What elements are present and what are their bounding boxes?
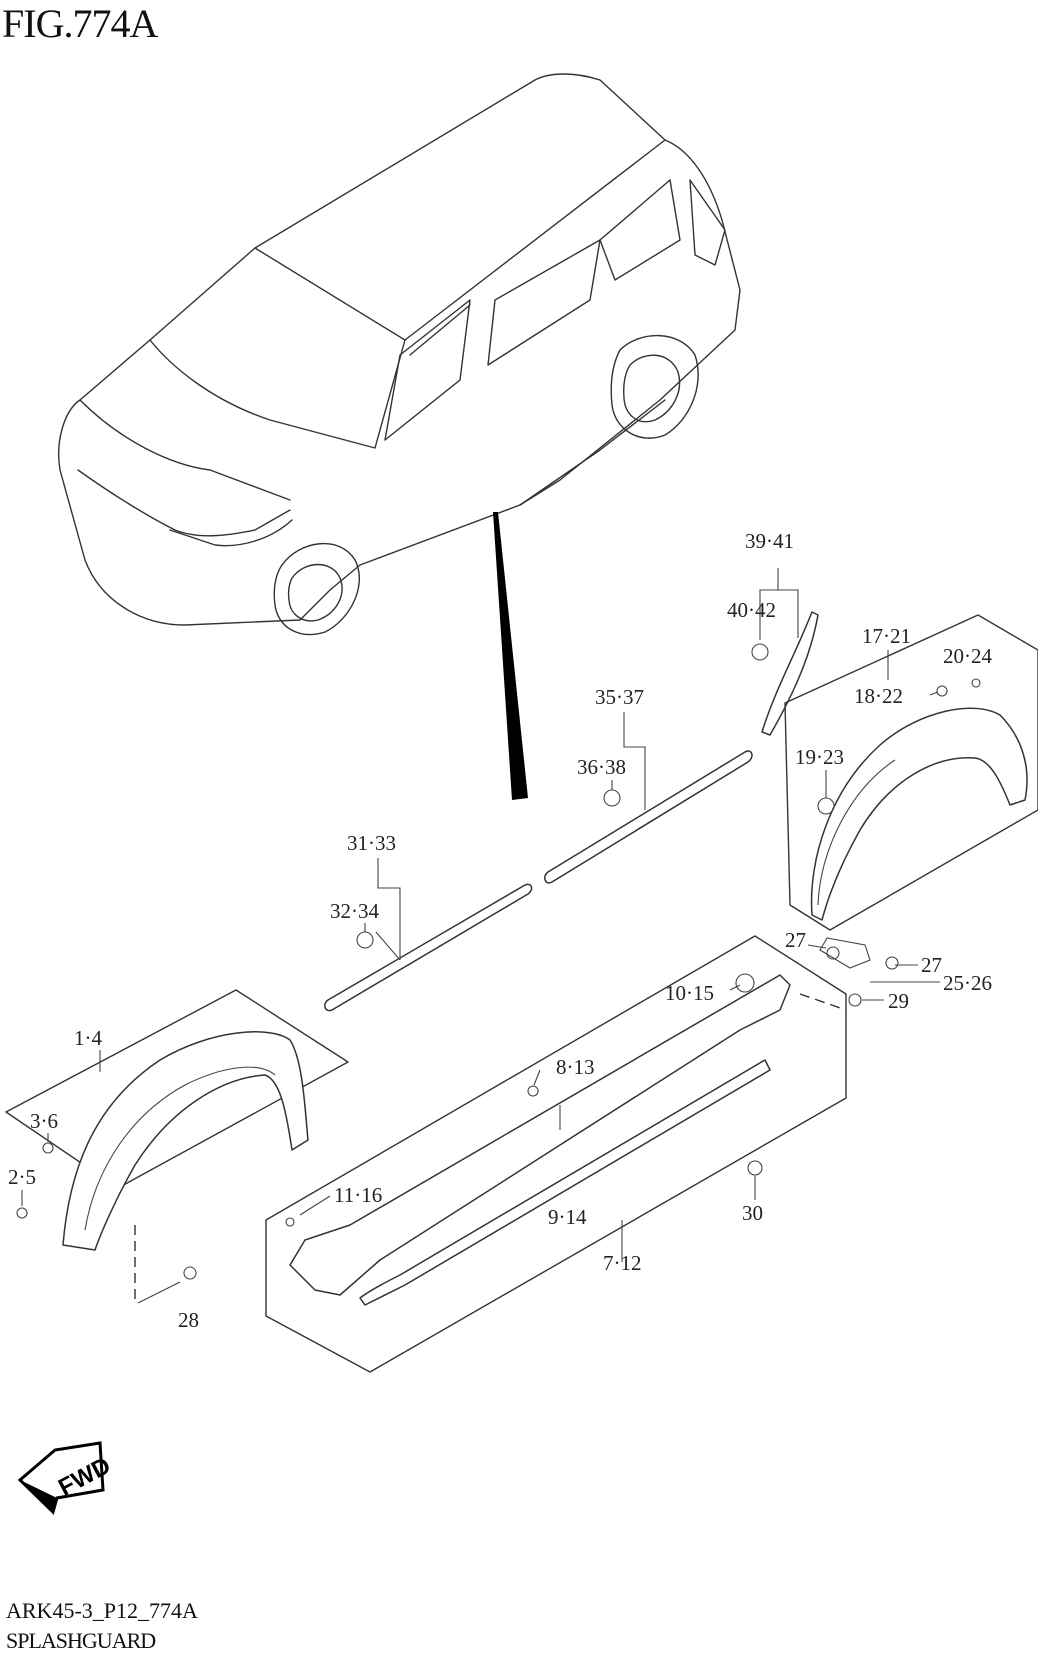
callout-19-23: 19·23: [795, 745, 844, 769]
callout-7-12: 7·12: [603, 1251, 642, 1275]
callout-29: 29: [888, 989, 909, 1013]
callout-31-33: 31·33: [347, 831, 396, 855]
callout-25-26: 25·26: [943, 971, 992, 995]
rocker-group: [265, 935, 899, 1373]
vehicle-outline: [58, 73, 741, 636]
callout-2-5: 2·5: [8, 1165, 36, 1189]
callout-27-b: 27: [921, 953, 942, 977]
molding-front-door: [544, 750, 753, 884]
callout-18-22: 18·22: [854, 684, 903, 708]
rear-flare-group: [784, 614, 1038, 931]
callout-3-6: 3·6: [30, 1109, 58, 1133]
callout-27-a: 27: [785, 928, 806, 952]
leader-lines: [21, 650, 940, 1216]
callout-30: 30: [742, 1201, 763, 1225]
callout-35-37: 35·37: [595, 685, 644, 709]
callout-10-15: 10·15: [665, 981, 714, 1005]
callout-36-38: 36·38: [577, 755, 626, 779]
callout-40-42: 40·42: [727, 598, 776, 622]
callout-17-21: 17·21: [862, 624, 911, 648]
callout-1-4: 1·4: [74, 1026, 102, 1050]
callout-8-13: 8·13: [556, 1055, 595, 1079]
garnish-rear-quarter: [761, 611, 819, 736]
callout-32-34: 32·34: [330, 899, 379, 923]
callout-39-41: 39·41: [745, 529, 794, 553]
figure-title: FIG.774A: [2, 1, 158, 46]
callout-11-16: 11·16: [334, 1183, 382, 1207]
callout-9-14: 9·14: [548, 1205, 587, 1229]
footer-name: SPLASHGUARD: [6, 1628, 156, 1653]
pointer-wedge: [493, 512, 528, 800]
footer-code: ARK45-3_P12_774A: [6, 1598, 198, 1623]
callout-28: 28: [178, 1308, 199, 1332]
front-flare-group: [5, 989, 349, 1304]
callout-20-24: 20·24: [943, 644, 992, 668]
fwd-arrow-icon: FWD: [17, 1441, 115, 1515]
molding-rear-door: [324, 883, 533, 1012]
